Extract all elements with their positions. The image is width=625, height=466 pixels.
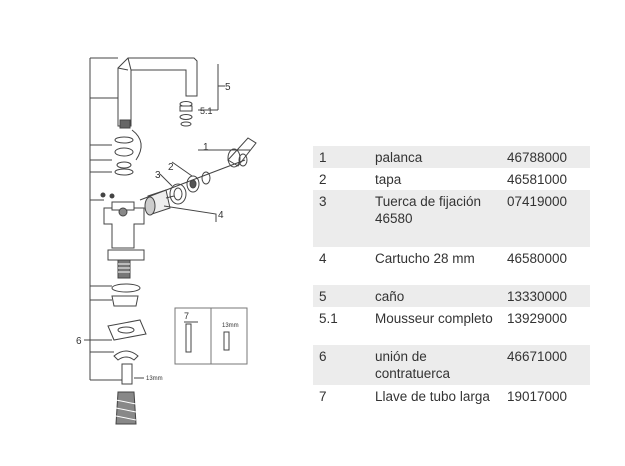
table-row: 1 palanca 46788000 [313, 146, 590, 168]
part-code: 46671000 [501, 345, 590, 385]
part-code: 46581000 [507, 172, 568, 187]
part-number: 1 [313, 146, 369, 168]
callout-5: 5 [225, 82, 231, 93]
table-row: 4 Cartucho 28 mm 46580000 [313, 247, 590, 285]
part-number: 6 [313, 345, 369, 385]
faucet-body-part [103, 201, 145, 249]
exploded-diagram: 5 5.1 1 2 3 4 6 7 13mm 13mm [76, 57, 257, 425]
table-row: 5 caño 13330000 [313, 285, 590, 307]
lever-handle-part [227, 137, 257, 168]
spout-part [117, 57, 198, 129]
callout-2: 2 [168, 162, 174, 173]
callout-6: 6 [76, 336, 82, 347]
table-row: 2 tapa 46581000 [313, 168, 590, 190]
tool-inset-box [174, 307, 248, 365]
part-number: 3 [313, 190, 369, 247]
table-row: 7 Llave de tubo larga 19017000 [313, 385, 590, 427]
dimension-label-body: 13mm [146, 376, 163, 382]
fixing-nut-part [169, 183, 187, 205]
part-code: 13330000 [501, 285, 590, 307]
part-code: 19017000 [507, 389, 568, 404]
part-code: 07419000 [501, 190, 590, 247]
part-code: 46788000 [501, 146, 590, 168]
aerator-part [179, 101, 193, 127]
table-row: 6 unión de contratuerca 46671000 [313, 345, 590, 385]
part-number: 7 [319, 389, 327, 404]
parts-table: 1 palanca 46788000 2 tapa 46581000 3 Tue… [313, 146, 590, 427]
table-row: 3 Tuerca de fijación 46580 07419000 [313, 190, 590, 247]
callout-4: 4 [218, 210, 224, 221]
cap-part [186, 171, 211, 193]
part-name: Mousseur completo [375, 311, 493, 326]
part-number: 2 [319, 172, 327, 187]
part-number: 5 [313, 285, 369, 307]
part-name: Cartucho 28 mm [375, 251, 475, 266]
part-number: 4 [319, 251, 327, 266]
callout-7: 7 [184, 311, 189, 321]
part-code: 46580000 [507, 251, 568, 266]
part-code: 13929000 [507, 311, 568, 326]
part-number: 5.1 [319, 311, 338, 326]
callout-5-1: 5.1 [200, 106, 213, 116]
callout-3: 3 [155, 170, 161, 181]
part-name: unión de contratuerca [369, 345, 501, 385]
part-name: Llave de tubo larga [375, 389, 490, 404]
table-row: 5.1 Mousseur completo 13929000 [313, 307, 590, 345]
dimension-label-inset: 13mm [222, 323, 239, 329]
cartridge-part [144, 189, 175, 216]
part-name: tapa [375, 172, 402, 187]
mounting-kit-part [107, 283, 147, 425]
callout-1: 1 [203, 142, 209, 153]
part-name: Tuerca de fijación 46580 [369, 190, 501, 247]
part-name: caño [369, 285, 501, 307]
part-name: palanca [369, 146, 501, 168]
